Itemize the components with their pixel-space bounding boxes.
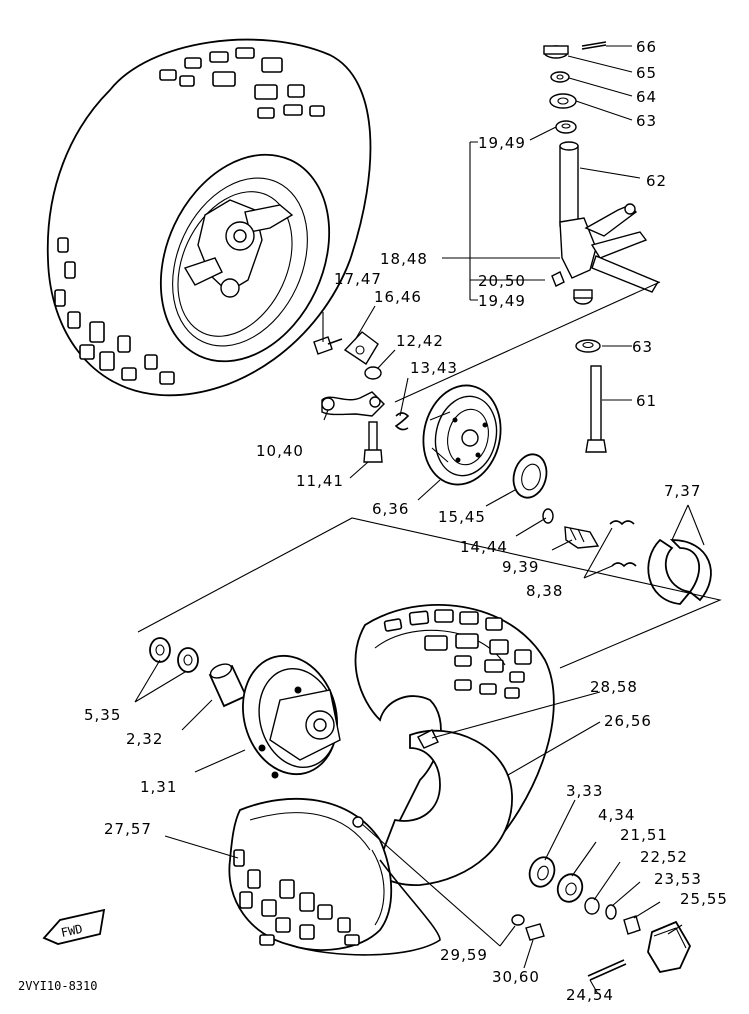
callout-10-40: 10,40: [256, 442, 304, 460]
callout-12-42: 12,42: [396, 332, 444, 350]
callout-1-31: 1,31: [140, 778, 177, 796]
callout-28-58: 28,58: [590, 678, 638, 696]
assembled-front-wheel: [46, 38, 372, 397]
callout-26-56: 26,56: [604, 712, 652, 730]
callout-66: 66: [636, 38, 657, 56]
callout-5-35: 5,35: [84, 706, 121, 724]
callout-25-55: 25,55: [680, 890, 728, 908]
callout-63: 63: [636, 112, 657, 130]
callout-24-54: 24,54: [566, 986, 614, 1004]
callout-64: 64: [636, 88, 657, 106]
callout-22-52: 22,52: [640, 848, 688, 866]
forward-direction-arrow: FWD: [42, 908, 106, 945]
fwd-label: FWD: [60, 922, 84, 940]
callout-29-59: 29,59: [440, 946, 488, 964]
callout-19-49-lower: 19,49: [478, 292, 526, 310]
callout-9-39: 9,39: [502, 558, 539, 576]
assembly-axis-line: [137, 517, 722, 669]
brake-assembly: [313, 331, 712, 605]
callout-30-60: 30,60: [492, 968, 540, 986]
axle-hardware: [511, 856, 692, 981]
callout-15-45: 15,45: [438, 508, 486, 526]
callout-6-36: 6,36: [372, 500, 409, 518]
leader-lines: [134, 45, 705, 995]
callout-23-53: 23,53: [654, 870, 702, 888]
callout-17-47: 17,47: [334, 270, 382, 288]
callout-27-57: 27,57: [104, 820, 152, 838]
callout-20-50: 20,50: [478, 272, 526, 290]
callout-18-48: 18,48: [380, 250, 428, 268]
callout-65: 65: [636, 64, 657, 82]
callout-3-33: 3,33: [566, 782, 603, 800]
callout-8-38: 8,38: [526, 582, 563, 600]
callout-62: 62: [646, 172, 667, 190]
callout-16-46: 16,46: [374, 288, 422, 306]
callout-21-51: 21,51: [620, 826, 668, 844]
steering-knuckle-assembly: [543, 41, 660, 453]
callout-labels: 66 65 64 63 19,49 62 18,48 20,50 19,49 1…: [84, 38, 728, 1004]
callout-bracket: [469, 141, 560, 301]
callout-7-37: 7,37: [664, 482, 701, 500]
callout-4-34: 4,34: [598, 806, 635, 824]
callout-63-lower: 63: [632, 338, 653, 356]
callout-14-44: 14,44: [460, 538, 508, 556]
callout-61: 61: [636, 392, 657, 410]
callout-11-41: 11,41: [296, 472, 344, 490]
callout-2-32: 2,32: [126, 730, 163, 748]
callout-19-49: 19,49: [478, 134, 526, 152]
exploded-rear-wheel: [149, 603, 555, 956]
catalog-code: 2VYI10-8310: [18, 979, 97, 993]
callout-13-43: 13,43: [410, 359, 458, 377]
assembly-axis-line: [394, 281, 661, 403]
